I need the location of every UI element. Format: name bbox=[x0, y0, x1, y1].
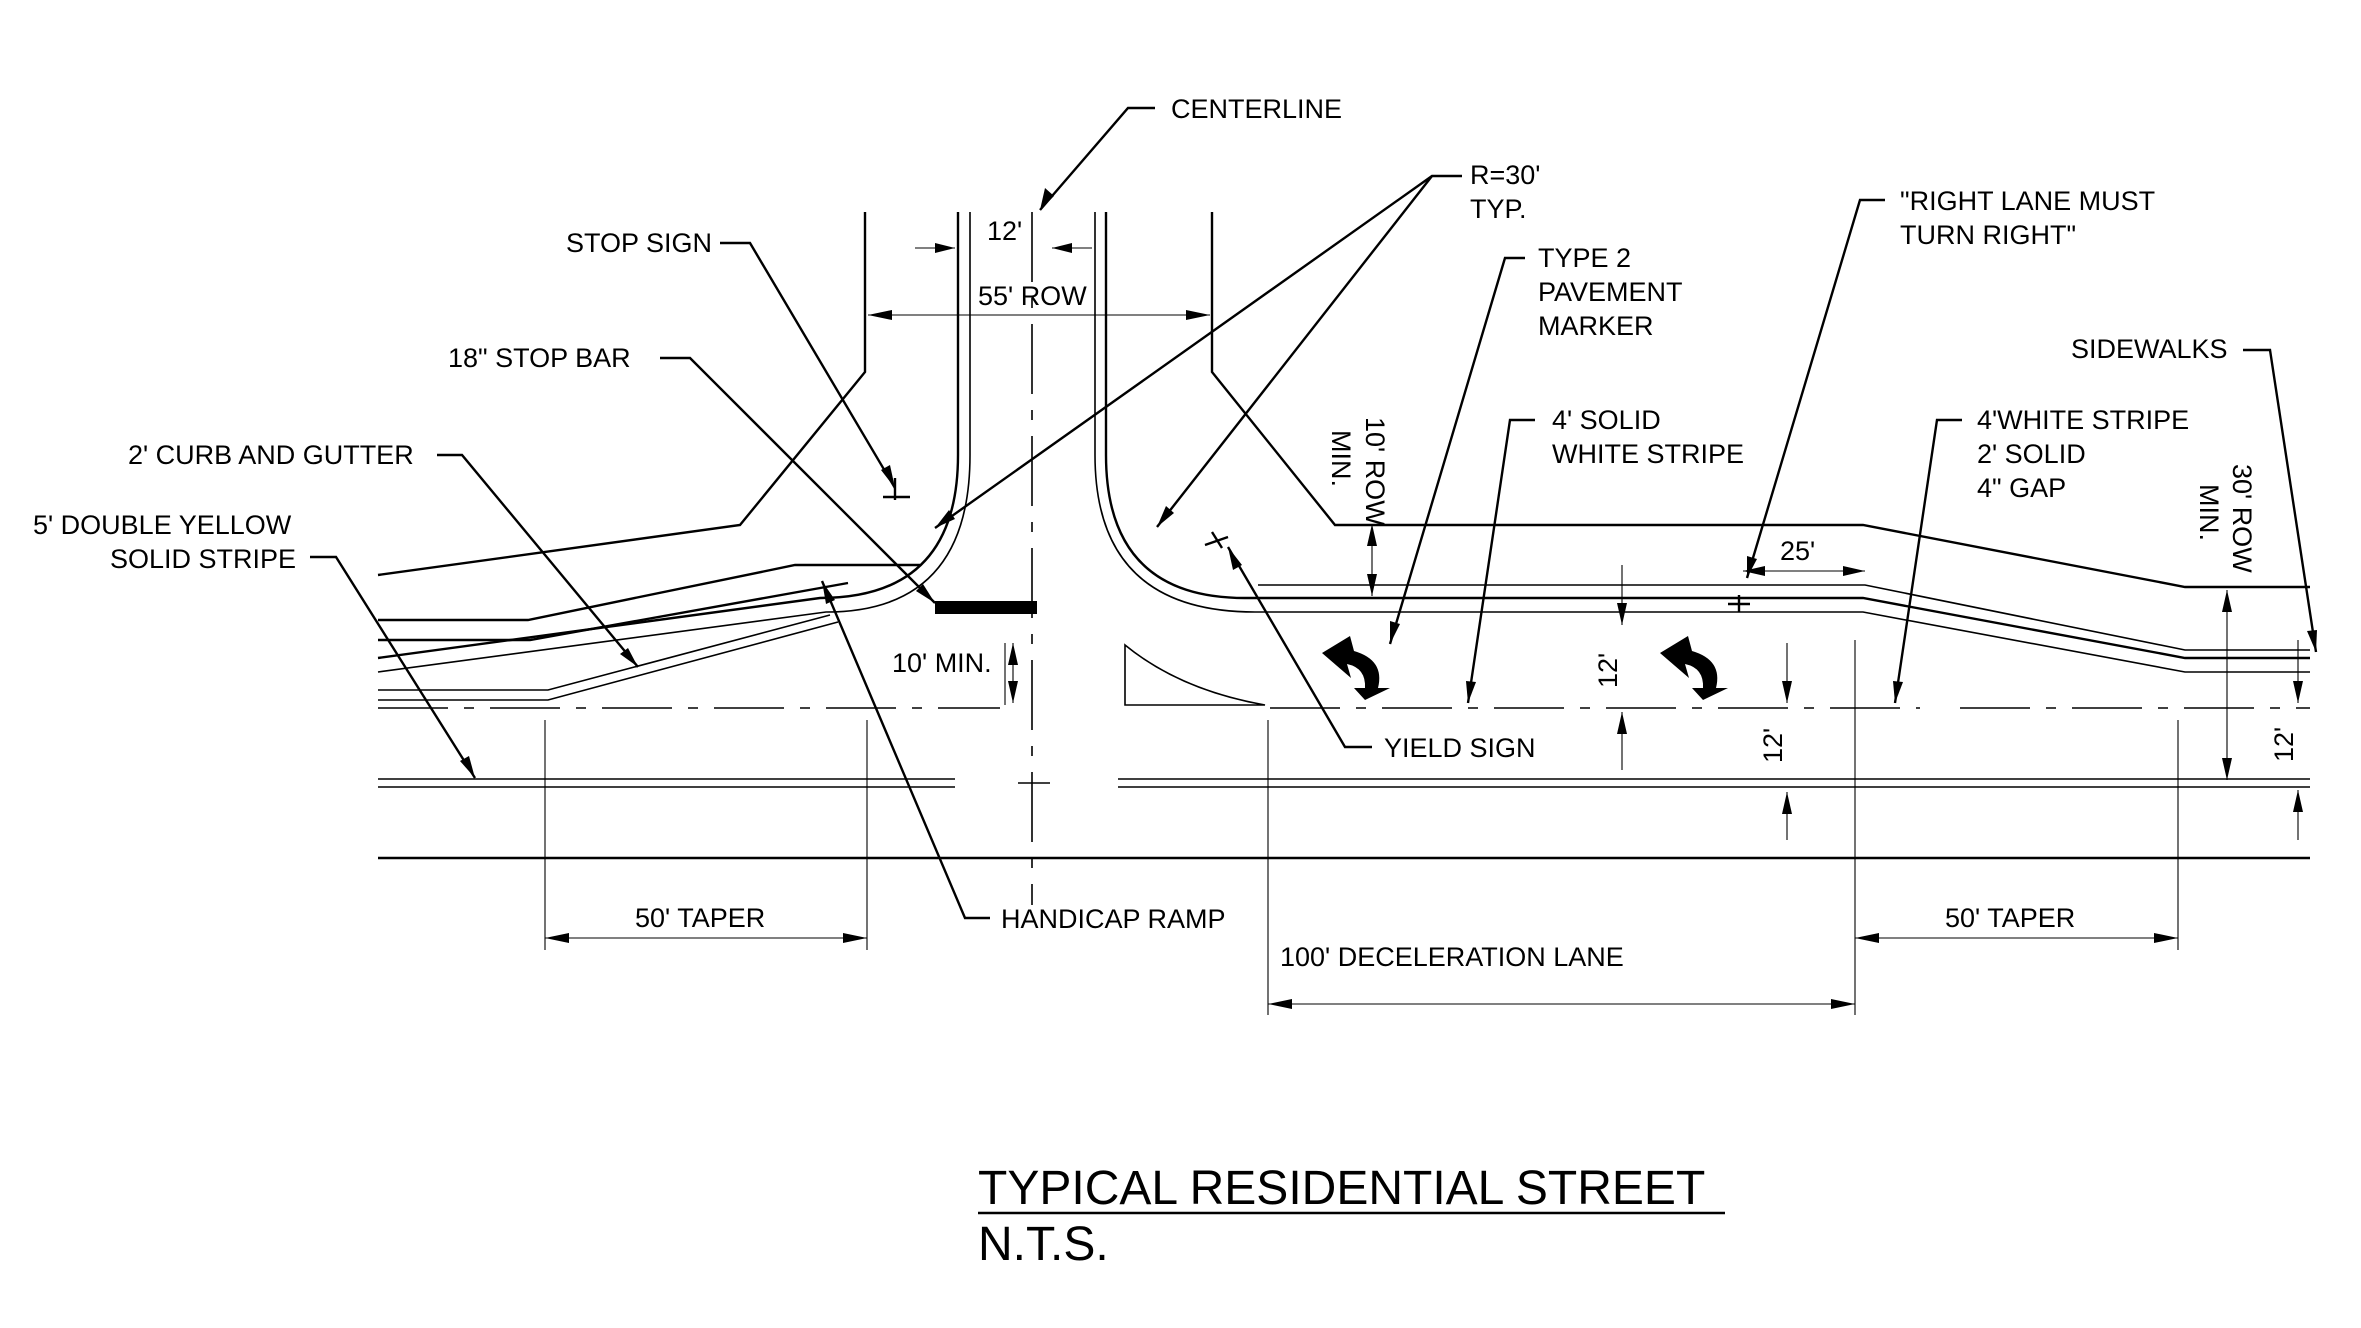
label-stop-sign: STOP SIGN bbox=[566, 228, 712, 258]
dim-10-row-min: MIN. bbox=[1326, 430, 1356, 487]
label-stop-bar: 18" STOP BAR bbox=[448, 343, 631, 373]
dim-10-min: 10' MIN. bbox=[892, 648, 992, 678]
dim-decel-lane: 100' DECELERATION LANE bbox=[1280, 942, 1624, 972]
label-white-stripe-3: 4" GAP bbox=[1977, 473, 2066, 503]
dim-12-center: 12' bbox=[1593, 653, 1623, 688]
right-turn-arrow-2 bbox=[1660, 636, 1728, 700]
label-white-stripe-1: 4'WHITE STRIPE bbox=[1977, 405, 2189, 435]
yield-sign-marker bbox=[1204, 531, 1229, 549]
stop-sign-marker bbox=[883, 478, 910, 500]
dim-12-right: 12' bbox=[1758, 728, 1788, 763]
leader-lines bbox=[310, 106, 2318, 920]
label-centerline: CENTERLINE bbox=[1171, 94, 1342, 124]
dimension-geometry bbox=[544, 243, 2303, 1015]
label-handicap-ramp: HANDICAP RAMP bbox=[1001, 904, 1226, 934]
main-road bbox=[378, 478, 2310, 860]
dim-25: 25' bbox=[1780, 536, 1815, 566]
dimension-text: 12' 55' ROW 25' 10' MIN. 100' DECELERATI… bbox=[635, 216, 2299, 972]
dim-30-row: 30' ROW bbox=[2227, 464, 2257, 573]
scale-note: N.T.S. bbox=[978, 1218, 1109, 1271]
label-double-yellow-2: SOLID STRIPE bbox=[110, 544, 296, 574]
label-right-lane-1: "RIGHT LANE MUST bbox=[1900, 186, 2155, 216]
label-white-stripe-2: 2' SOLID bbox=[1977, 439, 2086, 469]
side-street bbox=[377, 212, 2310, 905]
label-sidewalks: SIDEWALKS bbox=[2071, 334, 2228, 364]
dim-30-row-min: MIN. bbox=[2194, 484, 2224, 541]
label-yield-sign: YIELD SIGN bbox=[1384, 733, 1536, 763]
drawing-title: TYPICAL RESIDENTIAL STREET bbox=[978, 1162, 1705, 1215]
handicap-ramp-shape bbox=[1124, 643, 1266, 706]
label-solid-white-2: WHITE STRIPE bbox=[1552, 439, 1744, 469]
dim-12-side-lane: 12' bbox=[987, 216, 1022, 246]
label-double-yellow-1: 5' DOUBLE YELLOW bbox=[33, 510, 292, 540]
dim-12-far-right: 12' bbox=[2269, 727, 2299, 762]
dim-taper-left: 50' TAPER bbox=[635, 903, 765, 933]
left-approach bbox=[378, 563, 1000, 709]
dim-taper-right: 50' TAPER bbox=[1945, 903, 2075, 933]
label-type2-2: PAVEMENT bbox=[1538, 277, 1683, 307]
right-turn-arrow-1 bbox=[1322, 636, 1390, 700]
label-type2-1: TYPE 2 bbox=[1538, 243, 1631, 273]
label-curb-gutter: 2' CURB AND GUTTER bbox=[128, 440, 414, 470]
label-right-lane-2: TURN RIGHT" bbox=[1900, 220, 2076, 250]
labels: CENTERLINE R=30' TYP. STOP SIGN TYPE 2 P… bbox=[33, 94, 2228, 934]
title-block: TYPICAL RESIDENTIAL STREET N.T.S. bbox=[978, 1162, 1725, 1271]
stop-bar bbox=[935, 601, 1037, 614]
dim-55-row: 55' ROW bbox=[978, 281, 1087, 311]
label-radius: R=30' bbox=[1470, 160, 1540, 190]
dim-10-row: 10' ROW bbox=[1360, 417, 1390, 526]
label-solid-white-1: 4' SOLID bbox=[1552, 405, 1661, 435]
label-type2-3: MARKER bbox=[1538, 311, 1654, 341]
label-radius-typ: TYP. bbox=[1470, 194, 1527, 224]
